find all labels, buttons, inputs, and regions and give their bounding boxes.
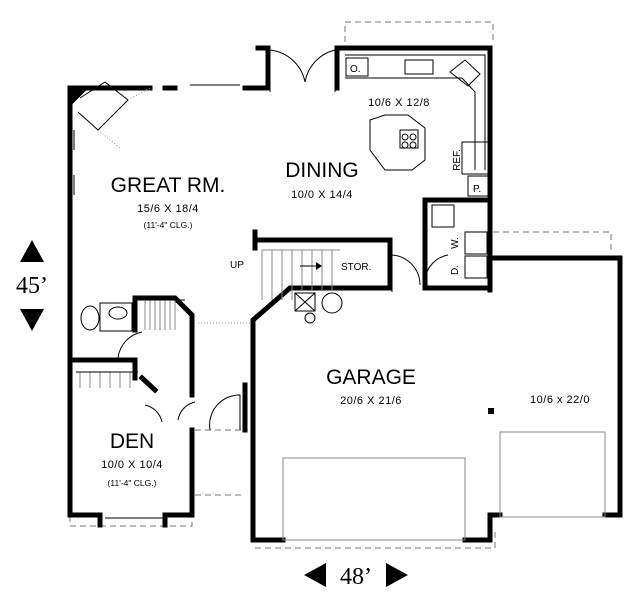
right-arrow-icon — [386, 563, 408, 587]
ref-label: REF. — [452, 149, 463, 171]
overall-width: 48’ — [340, 564, 372, 590]
overall-dimensions: 45’ 48’ — [16, 240, 408, 590]
stor-label: STOR. — [341, 262, 371, 273]
great-room-ceiling: (11'-4" CLG.) — [144, 220, 193, 230]
dining-name: DINING — [285, 159, 359, 182]
room-labels: GREAT RM. 15/6 X 18/4 (11'-4" CLG.) DINI… — [101, 97, 590, 488]
garage-name: GARAGE — [326, 366, 416, 389]
washer-label: W. — [450, 237, 461, 249]
garage-dims: 20/6 X 21/6 — [340, 395, 402, 407]
great-room-name: GREAT RM. — [111, 174, 226, 197]
up-label: UP — [230, 260, 244, 271]
overhang-outlines — [69, 21, 612, 549]
up-arrow-icon — [20, 240, 44, 262]
overall-depth: 45’ — [16, 273, 48, 299]
walls — [67, 45, 623, 543]
down-arrow-icon — [20, 309, 44, 331]
kitchen-dims: 10/6 X 12/8 — [368, 97, 430, 109]
oven-label: O. — [350, 64, 361, 75]
interior-details — [73, 49, 606, 541]
den-ceiling: (11'-4" CLG.) — [108, 478, 157, 488]
den-name: DEN — [110, 430, 154, 453]
pantry-label: P. — [473, 184, 481, 195]
dryer-label: D. — [450, 265, 461, 275]
dining-dims: 10/0 X 14/4 — [291, 189, 353, 201]
fixture-tags: UP STOR. O. P. REF. W. D. — [230, 64, 481, 275]
left-arrow-icon — [304, 563, 326, 587]
garage-bay-dims: 10/6 x 22/0 — [530, 394, 590, 406]
den-dims: 10/0 X 10/4 — [101, 459, 163, 471]
great-room-dims: 15/6 X 18/4 — [137, 203, 199, 215]
